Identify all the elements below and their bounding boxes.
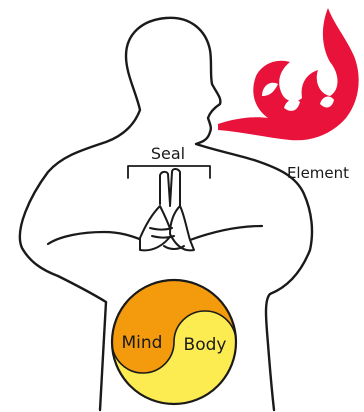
- element-label: Element: [287, 164, 349, 182]
- flame-icon: [218, 8, 359, 140]
- mind-label: Mind: [122, 333, 163, 353]
- right-arm-contour: [190, 226, 262, 240]
- seal-label: Seal: [151, 144, 185, 163]
- left-arm-contour: [48, 232, 142, 244]
- hands-seal: [140, 169, 194, 250]
- body-label: Body: [184, 335, 227, 355]
